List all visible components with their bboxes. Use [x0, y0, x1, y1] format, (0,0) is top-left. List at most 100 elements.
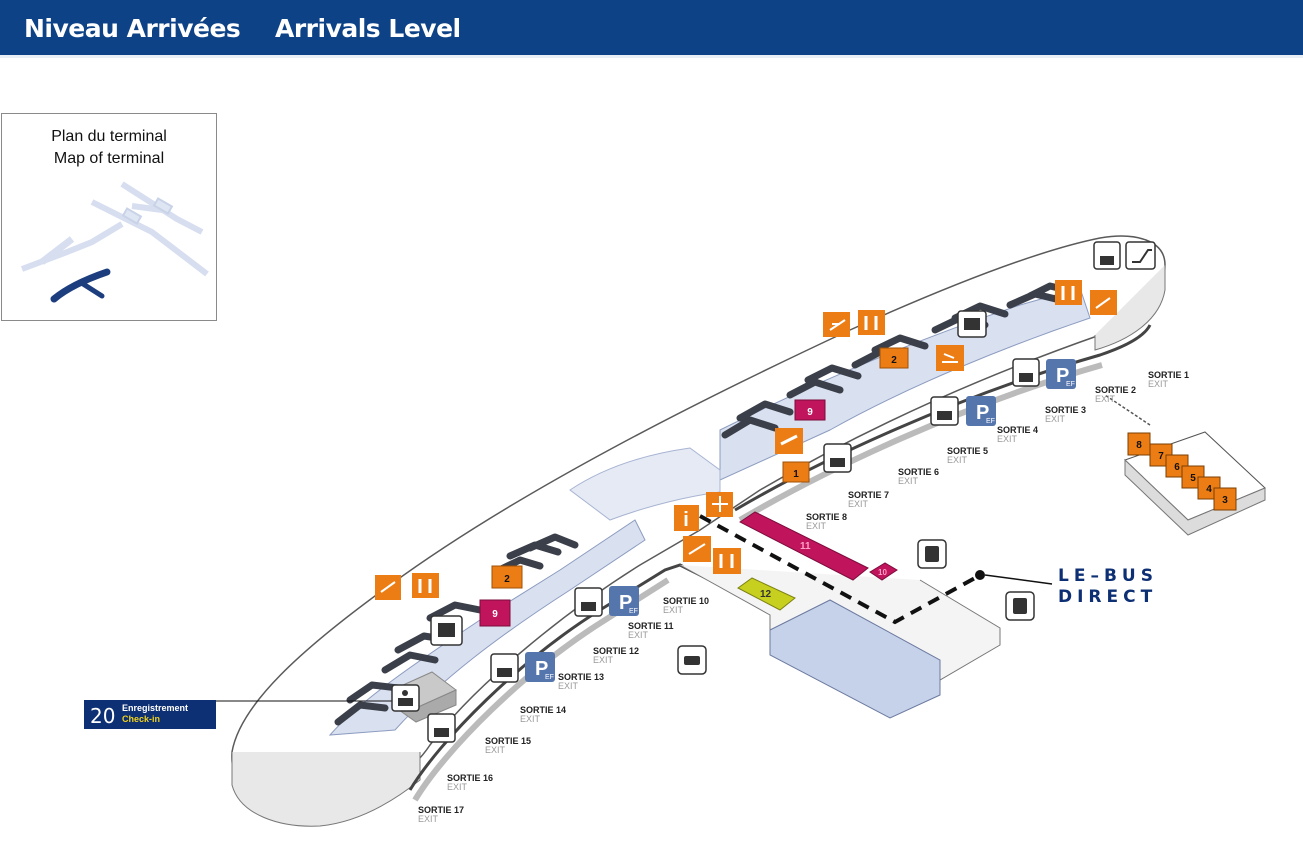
zone-12-label: 12: [760, 589, 772, 600]
bus-logo-line1: LE–BUS: [1058, 566, 1158, 586]
hand-service-icon: [775, 428, 803, 454]
svg-text:P: P: [976, 402, 989, 424]
toilets-icon: [412, 573, 439, 598]
svg-text:EF: EF: [1066, 381, 1075, 388]
checkin-number: 20: [90, 704, 116, 728]
remote-stand-label: 4: [1206, 484, 1212, 495]
bus-logo-line2: DIRECT: [1058, 587, 1158, 607]
svg-text:EXIT: EXIT: [520, 714, 541, 724]
elevator-icon: [1012, 358, 1040, 387]
checkin-label-french: Enregistrement: [122, 703, 189, 713]
zone-9-east-label: 9: [807, 407, 813, 418]
zone-2-east-label: 2: [891, 355, 897, 366]
title-french: Niveau Arrivées: [24, 14, 241, 43]
terminal-highlight: [50, 268, 111, 303]
svg-text:EXIT: EXIT: [558, 681, 579, 691]
baggage-zones: 2 9 1 2 9 12 11 10 8 7 6 5: [479, 347, 1237, 627]
zone-1: 1: [782, 461, 810, 483]
svg-text:EXIT: EXIT: [485, 745, 506, 755]
information-icon: i: [674, 505, 699, 531]
svg-text:SORTIE 13: SORTIE 13: [558, 672, 604, 682]
parking-ef-icon: PEF: [525, 652, 555, 682]
svg-text:SORTIE 5: SORTIE 5: [947, 446, 988, 456]
svg-text:SORTIE 6: SORTIE 6: [898, 467, 939, 477]
elevator-icon: [823, 443, 852, 473]
toilets-icon: [713, 548, 741, 574]
parking-ef-icon: PEF: [609, 586, 639, 616]
remote-stand-label: 6: [1174, 462, 1180, 473]
checkin-20-label: 20 Enregistrement Check-in: [84, 700, 216, 729]
svg-text:EF: EF: [986, 418, 995, 425]
svg-text:EXIT: EXIT: [997, 434, 1018, 444]
terminal-building: [216, 235, 1266, 827]
svg-text:SORTIE 11: SORTIE 11: [628, 621, 674, 631]
svg-text:SORTIE 1: SORTIE 1: [1148, 370, 1189, 380]
svg-text:i: i: [683, 509, 689, 531]
terminal-locator-diagram: [20, 181, 209, 303]
svg-text:SORTIE 7: SORTIE 7: [848, 490, 889, 500]
svg-text:EXIT: EXIT: [1045, 414, 1066, 424]
remote-stands: 8 7 6 5 4 3: [1127, 432, 1237, 511]
header-bar: Niveau Arrivées Arrivals Level: [0, 0, 1303, 58]
parking-ef-icon: PEF: [966, 396, 996, 426]
inset-title-french: Plan du terminal: [51, 128, 167, 145]
zone-11-label: 11: [800, 541, 811, 552]
meeting-point-icon: [823, 312, 850, 337]
svg-text:SORTIE 4: SORTIE 4: [997, 425, 1038, 435]
svg-text:SORTIE 15: SORTIE 15: [485, 736, 531, 746]
svg-text:EXIT: EXIT: [593, 655, 614, 665]
lounge-icon: [936, 345, 964, 371]
svg-text:EXIT: EXIT: [447, 782, 468, 792]
title-english: Arrivals Level: [275, 14, 461, 43]
inset-title-english: Map of terminal: [53, 150, 165, 167]
svg-text:SORTIE 14: SORTIE 14: [520, 705, 566, 715]
elevator-icon: [490, 653, 519, 683]
meeting-point-icon: [1090, 290, 1117, 315]
checkin-label-english: Check-in: [122, 714, 161, 724]
svg-text:EXIT: EXIT: [1095, 394, 1116, 404]
svg-text:EXIT: EXIT: [806, 521, 827, 531]
meeting-point-icon: [375, 575, 401, 600]
svg-text:P: P: [1056, 365, 1069, 387]
svg-text:EXIT: EXIT: [663, 605, 684, 615]
svg-text:EXIT: EXIT: [898, 476, 919, 486]
zone-2-east: 2: [879, 347, 909, 369]
svg-text:SORTIE 10: SORTIE 10: [663, 596, 709, 606]
zone-9-west-label: 9: [492, 609, 498, 620]
svg-text:EXIT: EXIT: [1148, 379, 1169, 389]
remote-stand-label: 8: [1136, 440, 1142, 451]
svg-text:SORTIE 8: SORTIE 8: [806, 512, 847, 522]
remote-stand-label: 5: [1190, 473, 1196, 484]
toilets-icon: [858, 310, 885, 335]
zone-10-label: 10: [878, 568, 887, 577]
zone-9-east: 9: [794, 399, 826, 421]
zone-1-label: 1: [793, 469, 799, 480]
escalator-icon: [1125, 241, 1156, 270]
remote-stand-label: 7: [1158, 451, 1164, 462]
elevator-icon: [427, 713, 456, 743]
zone-2-west-label: 2: [504, 574, 510, 585]
baggage-icon: [957, 310, 987, 338]
svg-text:SORTIE 2: SORTIE 2: [1095, 385, 1136, 395]
svg-text:P: P: [619, 592, 632, 614]
checkin-desk-icon: [391, 684, 420, 712]
svg-text:SORTIE 3: SORTIE 3: [1045, 405, 1086, 415]
zone-2-west: 2: [491, 565, 523, 589]
svg-text:EXIT: EXIT: [628, 630, 649, 640]
svg-text:SORTIE 12: SORTIE 12: [593, 646, 639, 656]
